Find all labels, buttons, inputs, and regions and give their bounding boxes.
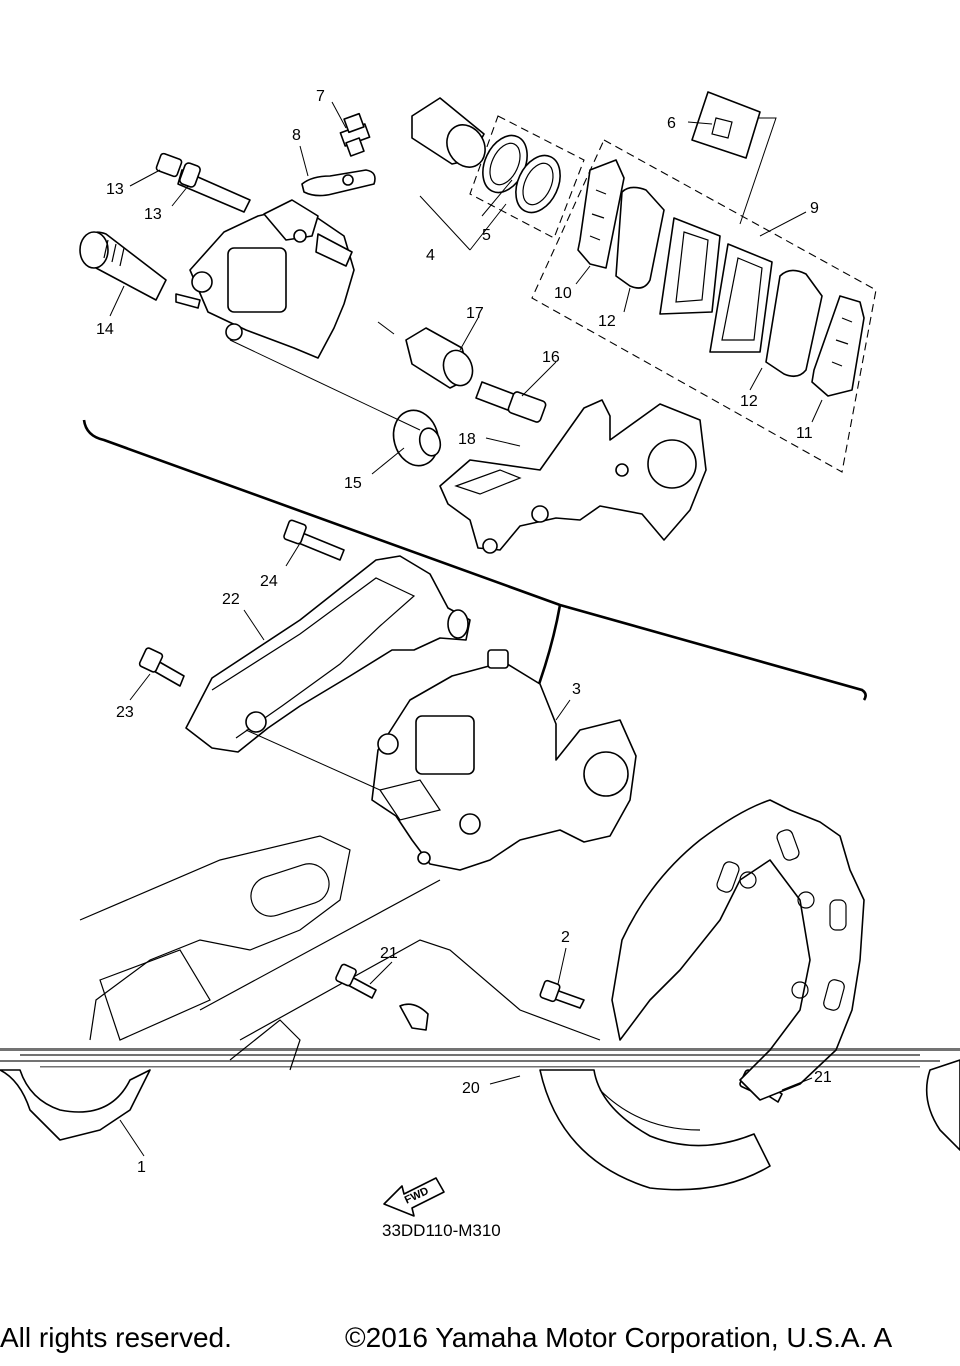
- bushing: [392, 409, 442, 467]
- brake-disc: [0, 799, 960, 1151]
- pad-support: [691, 91, 761, 159]
- caliper-assembly: [371, 649, 637, 871]
- caliper-piston: [411, 97, 486, 168]
- callout-23: 23: [116, 704, 134, 721]
- disc-bolt: [539, 979, 585, 1009]
- forward-direction-arrow: FWD: [383, 1177, 445, 1217]
- callout-20: 20: [462, 1080, 480, 1097]
- diagram-code: 33DD110-M310: [382, 1221, 501, 1240]
- seal-kit-dashed-box: [469, 115, 585, 239]
- callout-19: 18: [458, 431, 476, 448]
- callout-8: 8: [292, 127, 301, 144]
- callout-18: 17: [466, 305, 484, 322]
- callout-21-lower: 21: [814, 1069, 832, 1086]
- callout-14: 13: [106, 181, 124, 198]
- plug: [155, 152, 183, 178]
- pad-shim-outer: [811, 295, 865, 397]
- caliper-bracket: [439, 399, 707, 554]
- brake-pad-outer: [709, 243, 823, 378]
- callout-17: 16: [542, 349, 560, 366]
- callout-21-upper: 21: [380, 945, 398, 962]
- callout-11: 11: [796, 425, 813, 442]
- callout-labels: 7 8 13 13 14 6 9 4 5 10 12 17 16 12 11 1…: [96, 88, 832, 1176]
- pad-shim-inner: [577, 159, 625, 269]
- callout-9: 9: [810, 200, 819, 217]
- callout-3: 3: [572, 681, 581, 698]
- guard-bolt: [138, 647, 185, 687]
- caliper-body-upper: [175, 199, 355, 359]
- bleed-cap: [301, 169, 376, 197]
- brake-pad-inner: [615, 186, 721, 315]
- callout-1: 1: [137, 1159, 146, 1176]
- slide-boot: [405, 327, 474, 389]
- callout-5: 5: [482, 227, 491, 244]
- footer: All rights reserved. ©2016 Yamaha Motor …: [0, 1318, 960, 1366]
- callout-22: 22: [222, 591, 240, 608]
- callout-10: 10: [554, 285, 572, 302]
- caliper-slide-pin: [79, 231, 167, 301]
- bleed-screw: [339, 112, 371, 157]
- rights-text: All rights reserved.: [0, 1322, 232, 1353]
- callout-24: 24: [260, 573, 278, 590]
- callout-12-outer: 12: [740, 393, 758, 410]
- callout-15: 14: [96, 321, 114, 338]
- callout-2: 2: [561, 929, 570, 946]
- callout-7: 7: [316, 88, 325, 105]
- caliper-guard: [185, 555, 471, 753]
- scan-artifact-band: [0, 1048, 960, 1068]
- callout-12-inner: 12: [598, 313, 616, 330]
- callout-4: 4: [426, 247, 435, 264]
- pad-kit-dashed-box: [531, 139, 877, 473]
- disc-cover: [399, 1003, 771, 1191]
- callout-13: 13: [144, 206, 162, 223]
- leader-lines: [109, 101, 823, 1157]
- callout-6: 6: [667, 115, 676, 132]
- caliper-pin-bolt: [475, 381, 547, 423]
- copyright-text: ©2016 Yamaha Motor Corporation, U.S.A. A: [345, 1322, 893, 1353]
- bracket-bolt-upper: [283, 519, 345, 561]
- pad-kit-leader: [739, 117, 777, 225]
- callout-16: 15: [344, 475, 362, 492]
- pad-pin: [177, 162, 251, 213]
- swingarm: [79, 835, 601, 1071]
- dust-seal: [515, 154, 561, 214]
- disc-guard-bolt: [335, 963, 377, 999]
